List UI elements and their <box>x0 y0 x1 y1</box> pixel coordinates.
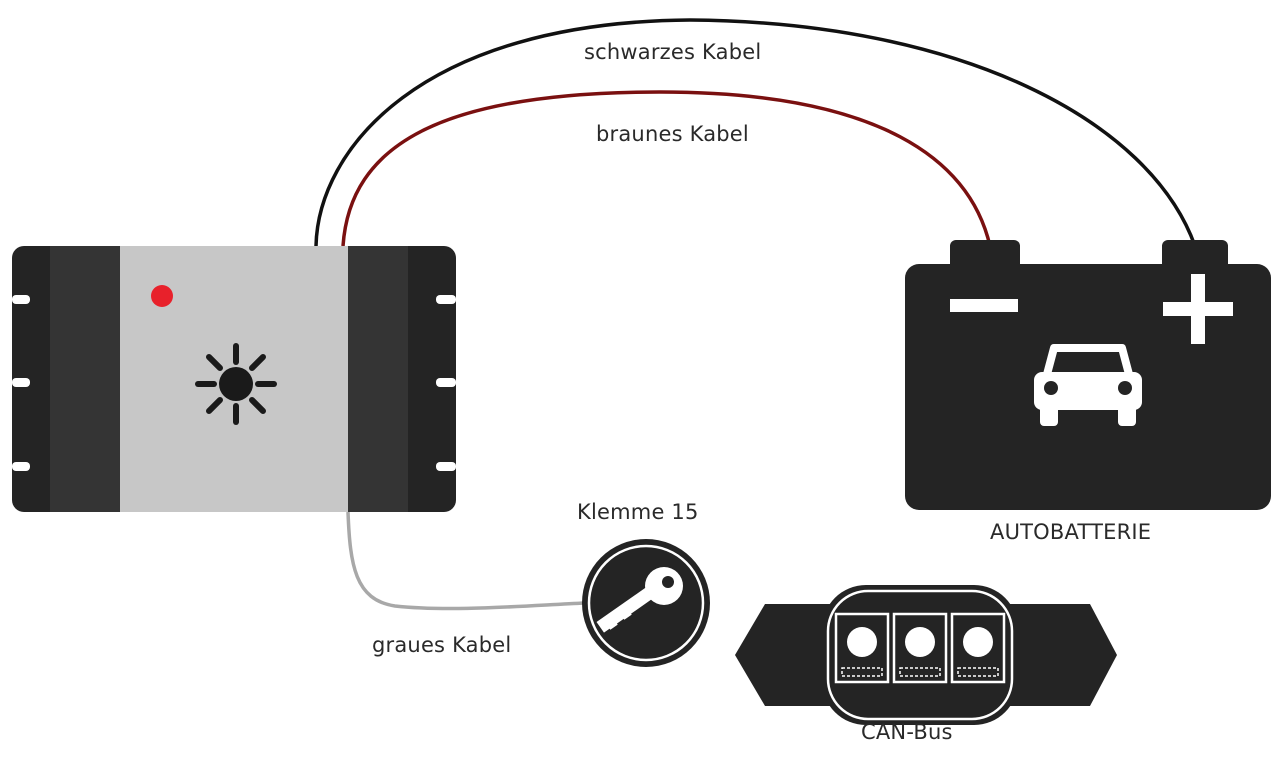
canbus-label: CAN-Bus <box>861 720 953 744</box>
mounting-slot <box>12 295 30 304</box>
grey-cable-label: graues Kabel <box>372 633 512 657</box>
ignition-label: Klemme 15 <box>577 500 699 524</box>
canbus-pin <box>950 612 1006 684</box>
status-led <box>151 285 173 307</box>
car-battery <box>905 240 1271 510</box>
mounting-slot <box>436 295 456 304</box>
brown-cable-label: braunes Kabel <box>596 122 749 146</box>
mounting-slot <box>12 378 30 387</box>
mounting-slot <box>12 462 30 471</box>
minus-icon <box>950 299 1018 312</box>
black-cable-label: schwarzes Kabel <box>584 40 762 64</box>
control-unit-shade-right <box>348 246 408 512</box>
brown-cable <box>341 90 992 247</box>
ignition-inner-ring <box>587 544 705 662</box>
battery-label: AUTOBATTERIE <box>990 520 1152 544</box>
key-icon <box>596 567 683 633</box>
car-icon <box>1034 344 1142 426</box>
canbus-connector <box>735 585 1117 725</box>
ignition-key <box>582 539 710 667</box>
plus-icon <box>1163 274 1233 344</box>
canbus-plug-outline <box>826 589 1014 721</box>
black-cable <box>314 18 1197 247</box>
mounting-slot <box>436 462 456 471</box>
canbus-pin <box>834 612 890 684</box>
control-unit <box>12 246 456 512</box>
canbus-pin <box>892 612 948 684</box>
mounting-slot <box>436 378 456 387</box>
sun-icon <box>195 343 277 425</box>
control-unit-shade-left <box>50 246 120 512</box>
grey-cable <box>346 511 586 611</box>
